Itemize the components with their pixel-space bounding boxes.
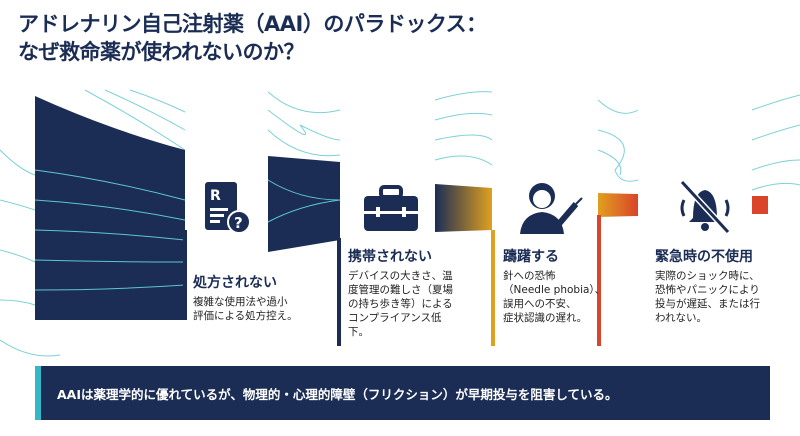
contour-lines (0, 89, 800, 357)
step-title: 緊急時の不使用 (655, 249, 753, 265)
svg-text:R: R (210, 188, 221, 204)
svg-text:?: ? (234, 214, 243, 232)
briefcase-icon (364, 185, 418, 231)
summary-banner: AAIは薬理学的に優れているが、物理的・心理的障壁（フリクション）が早期投与を阻… (35, 366, 770, 420)
step-hesitation: 躊躇する 針への恐怖 （Needle phobia）、 誤用への不安、 症状認識… (503, 246, 605, 325)
divider-1 (183, 230, 187, 320)
step-not-carried: 携帯されない デバイスの大きさ、温 度管理の難しさ（夏場 の持ち歩き等）による … (348, 246, 453, 339)
step-not-prescribed: 処方されない 複雑な使用法や過小 評価による処方控え。 (193, 272, 298, 323)
step-description: 実際のショック時に、 恐怖やパニックにより 投与が遅延、または行 われない。 (655, 270, 760, 324)
step-not-used-emergency: 緊急時の不使用 実際のショック時に、 恐怖やパニックにより 投与が遅延、または行… (655, 246, 760, 325)
banner-text: AAIは薬理学的に優れているが、物理的・心理的障壁（フリクション）が早期投与を阻… (57, 386, 618, 402)
divider-4 (597, 215, 601, 346)
muted-bell-icon (679, 179, 731, 235)
funnel-segment-2 (268, 156, 340, 252)
page-title: アドレナリン自己注射薬（AAI）のパラドックス： なぜ救命薬が使われないのか？ (18, 10, 487, 66)
step-description: デバイスの大きさ、温 度管理の難しさ（夏場 の持ち歩き等）による コンプライアン… (348, 270, 453, 338)
prescription-question-icon: R ? (205, 182, 251, 234)
funnel-segment-3 (435, 184, 492, 232)
flow-lines (34, 169, 186, 291)
title-line-2: なぜ救命薬が使われないのか？ (18, 40, 304, 64)
step-description: 針への恐怖 （Needle phobia）、 誤用への不安、 症状認識の遅れ。 (503, 270, 606, 324)
step-title: 携帯されない (348, 249, 432, 265)
step-description: 複雑な使用法や過小 評価による処方控え。 (193, 296, 298, 322)
title-line-1: アドレナリン自己注射薬（AAI）のパラドックス： (18, 12, 487, 36)
funnel-segment-4 (598, 193, 638, 217)
divider-3 (491, 230, 495, 346)
divider-2 (337, 238, 341, 346)
person-syringe-icon (520, 183, 583, 234)
step-title: 処方されない (193, 275, 277, 291)
step-title: 躊躇する (503, 249, 559, 265)
banner-accent (35, 366, 41, 420)
funnel-segment-5 (752, 196, 768, 214)
